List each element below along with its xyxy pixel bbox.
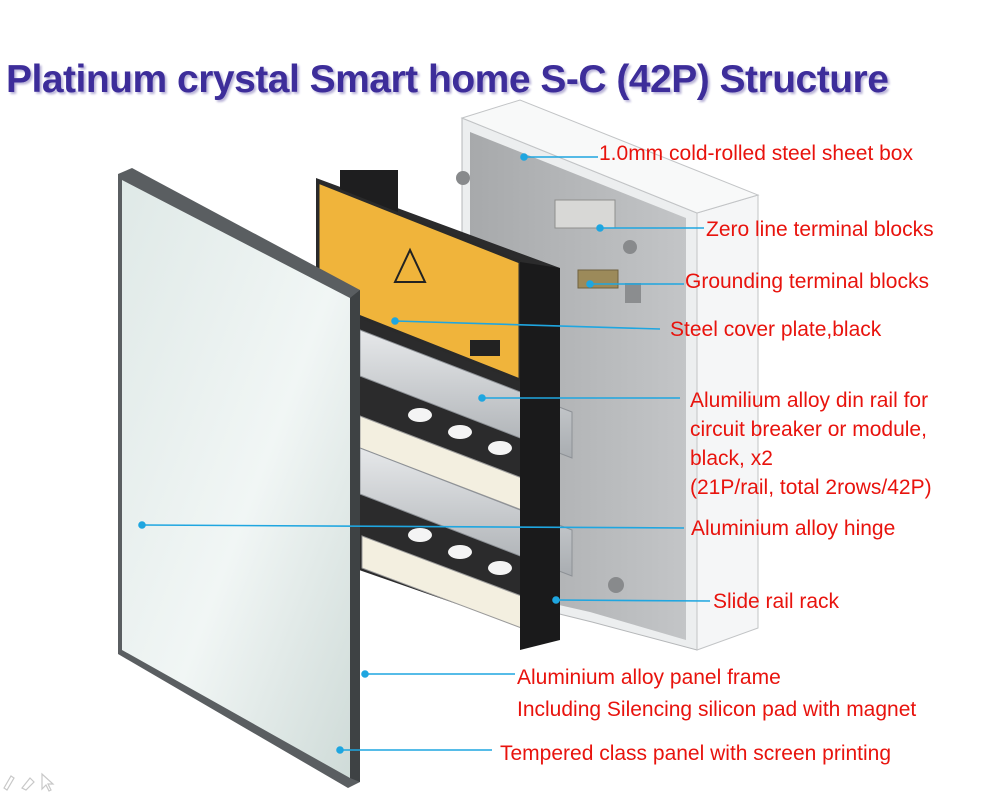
page-title: Platinum crystal Smart home S-C (42P) St… [6, 58, 889, 101]
label-panel-frame: Aluminium alloy panel frame Including Si… [517, 662, 916, 726]
label-grounding-terminal: Grounding terminal blocks [685, 270, 929, 293]
label-steel-cover-plate: Steel cover plate,black [670, 318, 882, 341]
slide-rail-rack [316, 170, 573, 650]
pointer-icon[interactable] [41, 772, 55, 792]
eraser-icon[interactable] [21, 777, 35, 791]
label-din-rail: Alumilium alloy din rail for circuit bre… [690, 386, 932, 502]
label-steel-box: 1.0mm cold-rolled steel sheet box [599, 142, 913, 165]
label-hinge: Aluminium alloy hinge [691, 517, 896, 540]
label-glass-panel: Tempered class panel with screen printin… [500, 742, 892, 765]
leader-lines [138, 153, 711, 754]
panel-frame-line-2: Including Silencing silicon pad with mag… [517, 698, 917, 721]
label-slide-rail-rack: Slide rail rack [713, 590, 840, 613]
pen-icon[interactable] [3, 775, 15, 791]
din-rail-line-2: circuit breaker or module, [690, 418, 927, 441]
din-rail-line-1: Alumilium alloy din rail for [690, 389, 929, 412]
panel-frame-line-1: Aluminium alloy panel frame [517, 666, 781, 689]
tempered-glass-panel [118, 168, 360, 788]
din-rail-line-4: (21P/rail, total 2rows/42P) [690, 476, 932, 499]
din-rail-line-3: black, x2 [690, 447, 773, 470]
label-zero-line-terminal: Zero line terminal blocks [706, 218, 934, 241]
presentation-controls [3, 772, 55, 792]
